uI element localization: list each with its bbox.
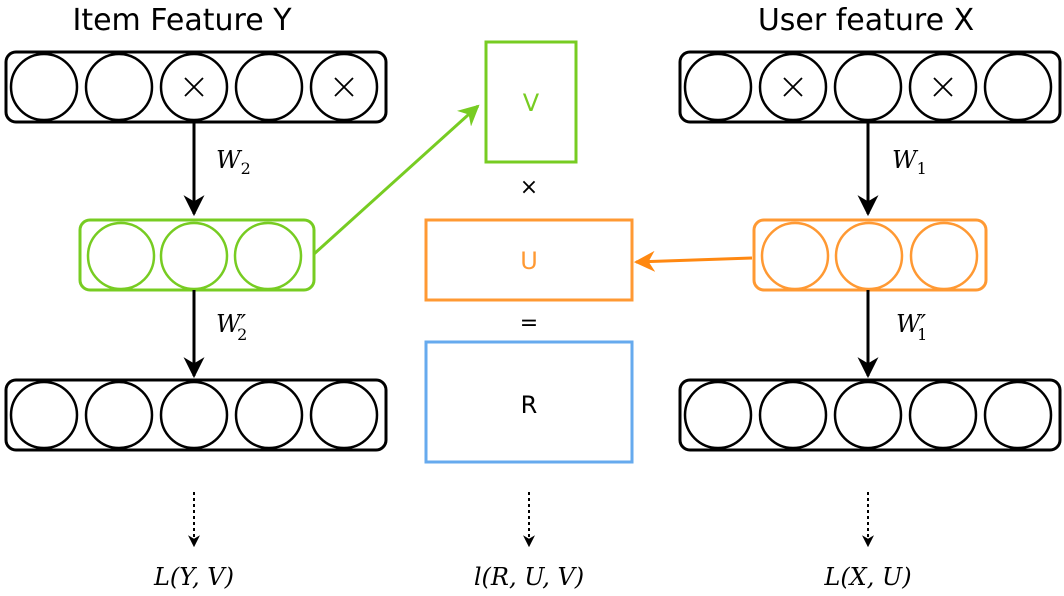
right-input-node	[833, 52, 903, 122]
left-weight-bottom-label: W′2	[216, 310, 247, 344]
right-output-layer	[678, 378, 1062, 452]
right-weight-bottom-label: W′1	[896, 310, 927, 344]
left-hidden-node	[233, 221, 303, 291]
right-hidden-layer	[752, 218, 988, 292]
right-hidden-node	[834, 221, 904, 291]
item-feature-title: Item Feature Y	[72, 3, 292, 38]
right-output-node	[683, 380, 753, 450]
user-feature-title: User feature X	[758, 3, 974, 38]
left-weight-top-label: W2	[216, 146, 251, 178]
right-hidden-node	[909, 221, 979, 291]
v-matrix-label: V	[523, 89, 540, 117]
right-input-node	[683, 52, 753, 122]
left-input-node	[84, 52, 154, 122]
left-output-node	[9, 380, 79, 450]
right-input-node	[758, 52, 828, 122]
u-matrix-label: U	[520, 247, 538, 275]
v-matrix-box	[484, 40, 578, 164]
user-to-u-arrow	[633, 250, 753, 272]
left-output-node	[309, 380, 379, 450]
x-mark-icon	[933, 77, 953, 97]
left-input-node	[159, 52, 229, 122]
equals-sign: =	[520, 311, 538, 336]
right-input-node	[983, 52, 1053, 122]
left-output-node	[234, 380, 304, 450]
center-loss-label: l(R, U, V)	[474, 563, 584, 591]
left-output-layer	[4, 378, 388, 452]
item-to-v-arrow	[312, 104, 480, 256]
right-weight-top-label: W1	[892, 146, 927, 178]
left-hidden-node	[86, 221, 156, 291]
left-input-node	[309, 52, 379, 122]
x-mark-icon	[184, 77, 204, 97]
right-output-node	[833, 380, 903, 450]
right-input-layer	[678, 50, 1062, 124]
r-matrix-box	[424, 340, 634, 464]
left-hidden-node	[159, 221, 229, 291]
left-input-layer	[4, 50, 388, 124]
left-output-node	[159, 380, 229, 450]
left-input-node	[9, 52, 79, 122]
right-output-node	[758, 380, 828, 450]
right-hidden-node	[760, 221, 830, 291]
x-mark-icon	[783, 77, 803, 97]
right-input-node	[908, 52, 978, 122]
times-sign: ×	[520, 175, 538, 200]
left-input-node	[234, 52, 304, 122]
u-matrix-box	[424, 218, 634, 302]
x-mark-icon	[334, 77, 354, 97]
left-loss-label: L(Y, V)	[153, 563, 234, 591]
right-loss-label: L(X, U)	[823, 563, 911, 591]
right-output-node	[908, 380, 978, 450]
left-output-node	[84, 380, 154, 450]
left-hidden-layer	[78, 218, 316, 292]
r-matrix-label: R	[521, 391, 538, 419]
right-output-node	[983, 380, 1053, 450]
